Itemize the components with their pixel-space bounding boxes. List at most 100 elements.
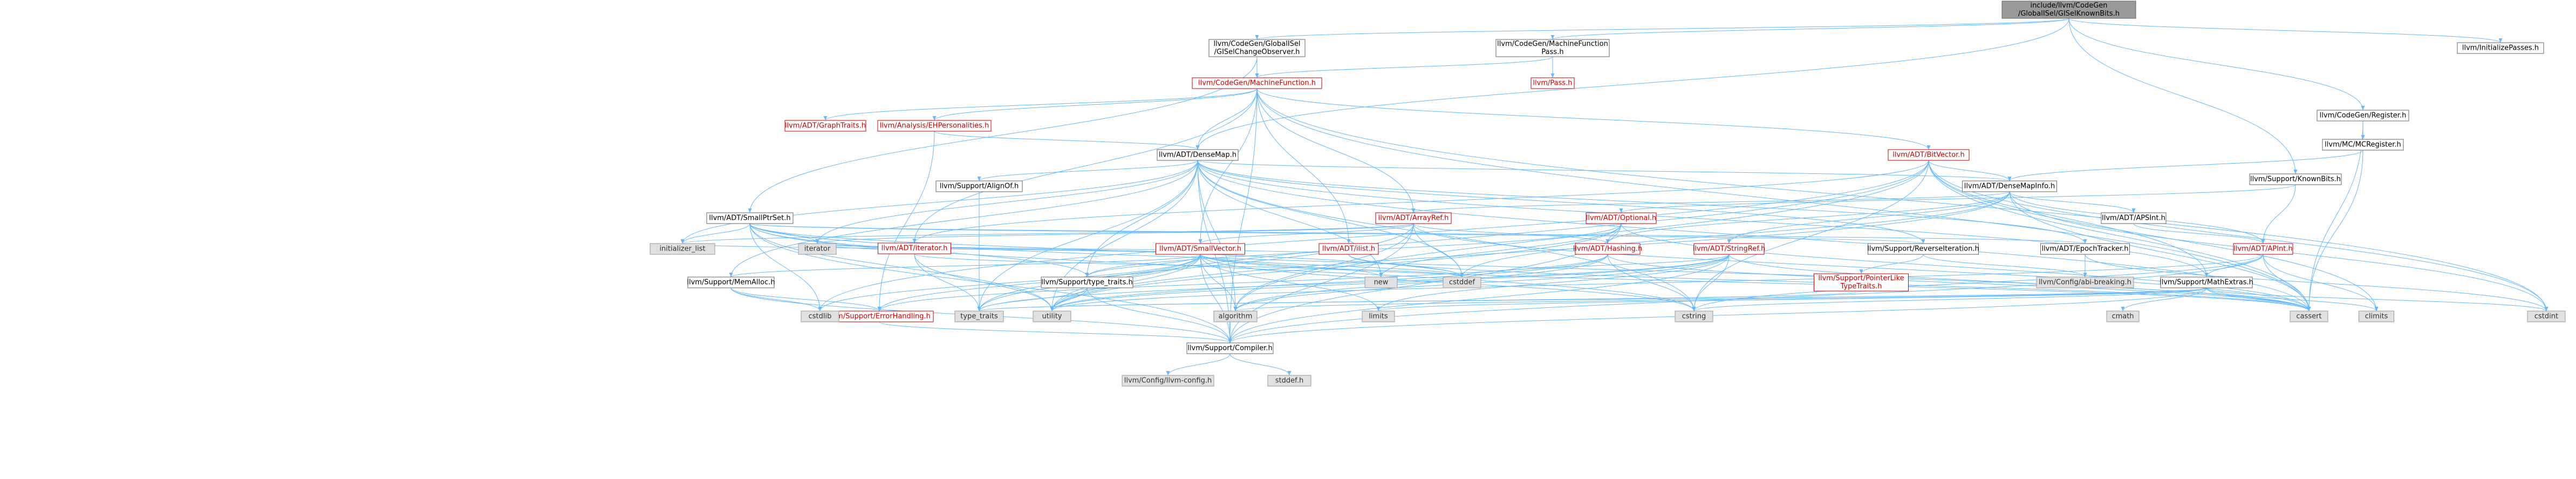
node-label: limits [1369,313,1388,321]
node-label: llvm/CodeGen/MachineFunction [1497,40,1608,48]
node-label: llvm/Support/KnownBits.h [2250,176,2341,184]
edge-dense-map-to-algorithm [1197,160,1236,312]
edge-arrowhead [729,273,733,277]
edge-arrowhead [977,177,981,181]
node-gisel-change-observer[interactable]: llvm/CodeGen/GlobalISel/GISelChangeObser… [1208,39,1306,57]
edge-bit-vector-to-cstring [1693,160,1929,312]
node-label: llvm/Support/ReverseIteration.h [1867,245,1979,253]
node-array-ref[interactable]: llvm/ADT/ArrayRef.h [1375,212,1452,224]
node-small-ptr-set[interactable]: llvm/ADT/SmallPtrSet.h [706,212,794,224]
node-box [2359,311,2394,322]
node-box [2233,243,2293,255]
node-apint[interactable]: llvm/ADT/APInt.h [2233,243,2293,255]
node-mcregister[interactable]: llvm/MC/MCRegister.h [2322,139,2404,151]
node-utility: utility [1033,311,1071,322]
node-box [2322,139,2404,151]
edge-array-ref-to-iterator-std [817,223,1414,244]
edge-string-ref-to-cstddef [1461,254,1730,278]
edge-arrowhead [748,208,752,213]
edge-arrowhead [2361,106,2365,110]
node-math-extras[interactable]: llvm/Support/MathExtras.h [2160,276,2253,288]
node-box [877,120,992,132]
node-box [1122,375,1214,387]
edge-small-vector-to-algorithm [1200,254,1236,312]
edge-arrowhead [1233,307,1238,311]
edge-apsint-to-apint [2133,223,2264,244]
node-apsint[interactable]: llvm/ADT/APSInt.h [2101,212,2167,224]
node-label: llvm/Support/ErrorHandling.h [828,313,931,321]
node-reverse-iteration[interactable]: llvm/Support/ReverseIteration.h [1867,243,1979,255]
node-label: llvm/ADT/APInt.h [2233,245,2292,253]
node-pass[interactable]: llvm/Pass.h [1530,77,1575,89]
node-dense-map[interactable]: llvm/ADT/DenseMap.h [1157,149,1239,161]
edge-mem-alloc-to-error-handling [730,287,880,312]
node-small-vector[interactable]: llvm/ADT/SmallVector.h [1156,243,1245,255]
node-register[interactable]: llvm/CodeGen/Register.h [2317,110,2409,122]
node-graph-traits[interactable]: llvm/ADT/GraphTraits.h [784,120,866,132]
node-mem-alloc[interactable]: llvm/Support/MemAlloc.h [687,276,775,288]
node-type-traits-llvm[interactable]: llvm/Support/type_traits.h [1041,276,1133,288]
edge-arrowhead [680,239,685,244]
edge-arrowhead [977,307,981,311]
edge-optional-to-new [1381,223,1622,278]
node-known-bits[interactable]: llvm/Support/KnownBits.h [2249,173,2342,185]
node-compiler[interactable]: llvm/Support/Compiler.h [1186,342,1274,354]
edge-array-ref-to-initializer-list [682,223,1414,244]
edge-mcregister-to-dense-map-info [2009,150,2363,181]
edge-dense-map-to-utility [1051,160,1198,312]
node-initialize-passes[interactable]: llvm/InitializePasses.h [2457,42,2544,54]
node-cmath: cmath [2106,311,2140,322]
node-box [954,311,1004,322]
node-optional[interactable]: llvm/ADT/Optional.h [1586,212,1657,224]
edge-small-vector-to-cassert [1200,254,2309,312]
edge-arrowhead [823,116,828,120]
edge-type-traits-llvm-to-type-traits [979,287,1088,312]
node-label: llvm/Support/MemAlloc.h [687,279,775,287]
node-align-of[interactable]: llvm/Support/AlignOf.h [935,180,1023,192]
edge-arrowhead [1255,73,1259,78]
edge-arrowhead [2361,135,2365,139]
edge-arrowhead [2007,177,2012,181]
node-epoch-tracker[interactable]: llvm/ADT/EpochTracker.h [2040,243,2130,255]
node-hashing[interactable]: llvm/ADT/Hashing.h [1573,243,1642,255]
edge-arrowhead [1411,208,1416,213]
edge-bit-vector-to-cassert [1928,160,2309,312]
edge-array-ref-to-hashing [1413,223,1608,244]
node-label: llvm/Config/llvm-config.h [1124,377,1212,385]
node-machine-function[interactable]: llvm/CodeGen/MachineFunction.h [1192,77,1322,89]
edge-root-to-dense-map [1197,18,2069,150]
edge-bit-vector-to-iterator [914,160,1929,244]
node-label: llvm/ADT/StringRef.h [1693,245,1765,253]
edge-dense-map-to-cstring [1197,160,1694,312]
node-box [878,242,951,254]
node-error-handling[interactable]: llvm/Support/ErrorHandling.h [825,311,934,322]
edge-reverse-iteration-to-pointer-like-type-traits [1861,254,1924,274]
node-dense-map-info[interactable]: llvm/ADT/DenseMapInfo.h [1962,180,2057,192]
node-box [1192,77,1322,89]
edge-machine-function-pass-to-machine-function [1256,56,1553,78]
node-label: llvm/Config/abi-breaking.h [2039,279,2131,287]
node-string-ref[interactable]: llvm/ADT/StringRef.h [1693,243,1765,255]
edge-root-to-machine-function-pass [1552,18,2069,40]
edge-compiler-to-llvm-config [1167,353,1231,376]
edge-machine-function-to-small-vector [1200,88,1258,244]
node-ilist[interactable]: llvm/ADT/ilist.h [1318,243,1379,255]
edge-hashing-to-algorithm [1235,254,1608,312]
edge-dense-map-info-to-array-ref [1413,191,2010,213]
node-climits: climits [2359,311,2394,322]
edge-dense-map-to-epoch-tracker [1197,160,2086,244]
node-box [1693,243,1765,255]
node-label: llvm/ADT/EpochTracker.h [2041,245,2128,253]
node-box [1208,39,1306,57]
node-iterator[interactable]: llvm/ADT/iterator.h [878,242,951,254]
edge-arrowhead [912,239,917,243]
node-label: llvm/ADT/Optional.h [1586,214,1657,222]
edge-reverse-iteration-to-abi-breaking [1923,254,2086,278]
edge-hashing-to-utility [1051,254,1608,312]
node-ehpersonalities[interactable]: llvm/Analysis/EHPersonalities.h [877,120,992,132]
edge-arrowhead [2131,208,2136,213]
node-box [2249,173,2342,185]
node-bit-vector[interactable]: llvm/ADT/BitVector.h [1888,149,1970,161]
